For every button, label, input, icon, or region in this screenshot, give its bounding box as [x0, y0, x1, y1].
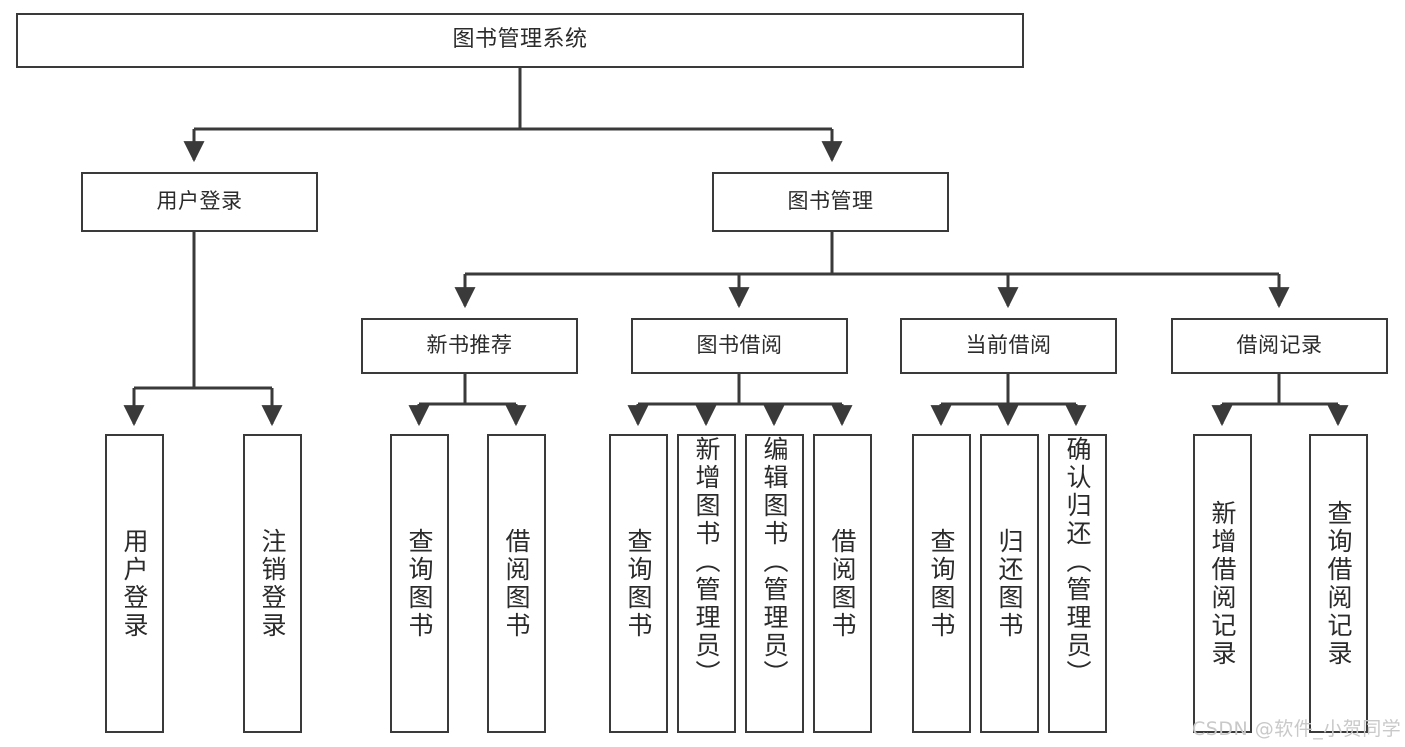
node-label: 注销登录 — [258, 527, 287, 640]
leaf-logout[interactable]: 注销登录 — [243, 434, 302, 733]
node-label: 编辑图书（管理员） — [760, 436, 789, 688]
node-label: 用户登录 — [120, 527, 149, 640]
leaf-query-book-current[interactable]: 查询图书 — [912, 434, 971, 733]
node-label: 归还图书 — [995, 527, 1024, 640]
node-book-management[interactable]: 图书管理 — [712, 172, 949, 232]
node-label: 查询图书 — [927, 527, 956, 640]
leaf-borrow-book-recommend[interactable]: 借阅图书 — [487, 434, 546, 733]
leaf-query-borrow-record[interactable]: 查询借阅记录 — [1309, 434, 1368, 733]
node-label: 新增图书（管理员） — [692, 436, 721, 688]
node-label: 查询图书 — [405, 527, 434, 640]
node-label: 查询图书 — [624, 527, 653, 640]
leaf-query-book-recommend[interactable]: 查询图书 — [390, 434, 449, 733]
node-label: 新书推荐 — [426, 333, 513, 358]
node-label: 查询借阅记录 — [1324, 499, 1353, 668]
leaf-borrow-book[interactable]: 借阅图书 — [813, 434, 872, 733]
leaf-query-book-borrow[interactable]: 查询图书 — [609, 434, 668, 733]
node-label: 图书管理 — [787, 189, 874, 214]
node-label: 图书管理系统 — [452, 27, 588, 53]
node-label: 当前借阅 — [965, 333, 1052, 358]
leaf-return-book[interactable]: 归还图书 — [980, 434, 1039, 733]
node-label: 用户登录 — [156, 189, 243, 214]
leaf-confirm-return-admin[interactable]: 确认归还（管理员） — [1048, 434, 1107, 733]
leaf-user-login[interactable]: 用户登录 — [105, 434, 164, 733]
node-label: 借阅图书 — [828, 527, 857, 640]
node-borrow-record[interactable]: 借阅记录 — [1171, 318, 1388, 374]
node-root-system[interactable]: 图书管理系统 — [16, 13, 1024, 68]
node-label: 新增借阅记录 — [1208, 499, 1237, 668]
node-label: 借阅图书 — [502, 527, 531, 640]
node-label: 确认归还（管理员） — [1063, 436, 1092, 688]
node-label: 借阅记录 — [1236, 333, 1323, 358]
node-book-borrow[interactable]: 图书借阅 — [631, 318, 848, 374]
leaf-edit-book-admin[interactable]: 编辑图书（管理员） — [745, 434, 804, 733]
node-new-book-recommend[interactable]: 新书推荐 — [361, 318, 578, 374]
node-user-login[interactable]: 用户登录 — [81, 172, 318, 232]
node-label: 图书借阅 — [696, 333, 783, 358]
leaf-add-borrow-record[interactable]: 新增借阅记录 — [1193, 434, 1252, 733]
leaf-add-book-admin[interactable]: 新增图书（管理员） — [677, 434, 736, 733]
node-current-borrow[interactable]: 当前借阅 — [900, 318, 1117, 374]
csdn-watermark: CSDN @软件_小贺同学 — [1192, 718, 1402, 740]
